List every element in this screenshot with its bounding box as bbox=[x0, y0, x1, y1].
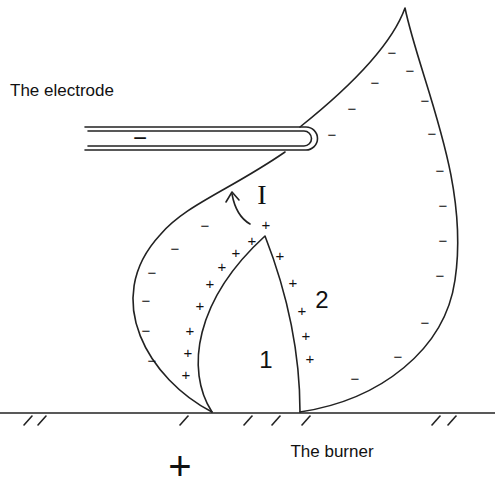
charge-sign: − bbox=[439, 233, 448, 248]
charge-sign: − bbox=[201, 218, 210, 233]
charge-sign: − bbox=[406, 63, 415, 78]
part-label: The electrode bbox=[10, 82, 114, 99]
charge-sign: − bbox=[142, 293, 151, 308]
charge-sign: − bbox=[421, 315, 430, 330]
charge-sign: + bbox=[196, 298, 205, 313]
charge-sign: + bbox=[289, 275, 298, 290]
charge-sign: + bbox=[262, 217, 271, 232]
outer-flame-lower-lobe bbox=[133, 152, 285, 412]
charge-sign: − bbox=[348, 101, 357, 116]
charge-sign: + bbox=[248, 233, 257, 248]
charge-sign: − bbox=[171, 241, 180, 256]
charge-sign: + bbox=[298, 303, 307, 318]
charge-sign: + bbox=[302, 328, 311, 343]
charge-sign: − bbox=[148, 265, 157, 280]
zone-number: 2 bbox=[315, 288, 328, 312]
charge-sign: + bbox=[206, 276, 215, 291]
charge-sign: + bbox=[306, 351, 315, 366]
charge-sign: + bbox=[186, 323, 195, 338]
electrode-inner-line bbox=[88, 131, 312, 146]
electrode-polarity: − bbox=[133, 126, 147, 150]
charge-sign: + bbox=[218, 259, 227, 274]
charge-sign: − bbox=[148, 353, 157, 368]
charge-sign: + bbox=[184, 345, 193, 360]
current-arrow bbox=[232, 194, 250, 224]
charge-sign: − bbox=[436, 163, 445, 178]
charge-sign: − bbox=[394, 349, 403, 364]
burner-polarity: + bbox=[168, 446, 191, 486]
charge-sign: − bbox=[388, 45, 397, 60]
current-arrowhead bbox=[226, 192, 239, 202]
charge-sign: − bbox=[351, 371, 360, 386]
charge-sign: − bbox=[436, 268, 445, 283]
charge-sign: + bbox=[182, 367, 191, 382]
charge-sign: + bbox=[232, 245, 241, 260]
charge-sign: − bbox=[421, 93, 430, 108]
current-label: I bbox=[257, 181, 266, 209]
burner-surface bbox=[0, 412, 495, 414]
burner-hatching bbox=[24, 416, 456, 425]
zone-number: 1 bbox=[259, 348, 272, 372]
part-label: The burner bbox=[290, 443, 373, 460]
charge-sign: − bbox=[439, 198, 448, 213]
charge-sign: − bbox=[428, 126, 437, 141]
charge-sign: − bbox=[371, 75, 380, 90]
electrode-body bbox=[85, 127, 318, 150]
charge-sign: + bbox=[276, 248, 285, 263]
charge-sign: − bbox=[142, 323, 151, 338]
outer-flame-upper bbox=[300, 8, 458, 412]
inner-flame-cone bbox=[198, 236, 300, 412]
charge-sign: − bbox=[328, 127, 337, 142]
